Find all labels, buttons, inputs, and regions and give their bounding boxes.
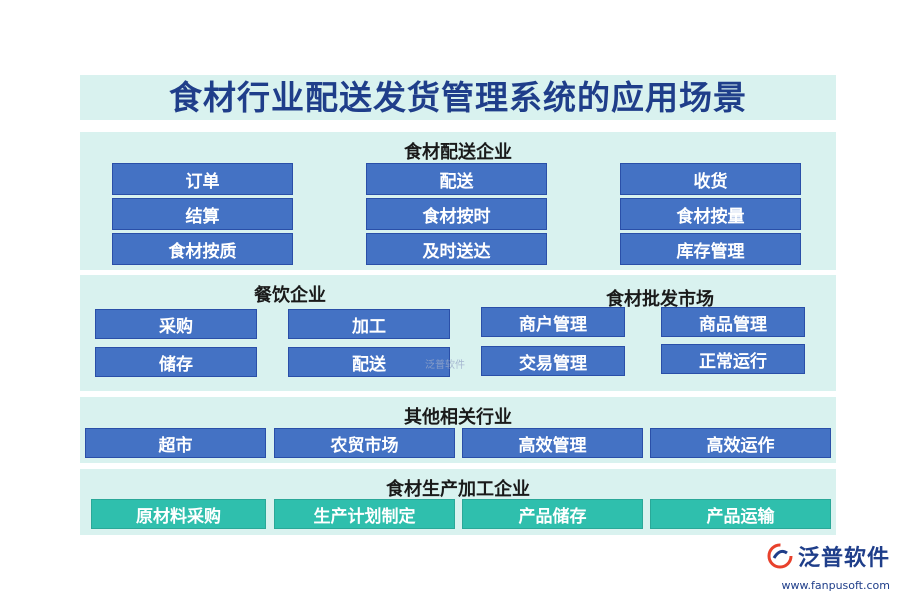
logo-name: 泛普软件 xyxy=(797,546,890,571)
catering-wholesale-panel: 餐饮企业 采购 加工 储存 配送 食材批发市场 商户管理 商品管理 交易管理 正… xyxy=(80,275,836,391)
catering-title: 餐饮企业 xyxy=(254,285,326,306)
wholesale-item: 商户管理 xyxy=(481,307,625,337)
other-title: 其他相关行业 xyxy=(404,407,512,428)
distribution-item: 库存管理 xyxy=(620,233,801,265)
catering-item: 加工 xyxy=(288,309,450,339)
production-title: 食材生产加工企业 xyxy=(386,479,530,500)
production-item: 生产计划制定 xyxy=(274,499,455,529)
title-panel: 食材行业配送发货管理系统的应用场景 xyxy=(80,75,836,120)
other-panel: 其他相关行业 超市 农贸市场 高效管理 高效运作 xyxy=(80,397,836,463)
wholesale-title: 食材批发市场 xyxy=(606,289,714,310)
brand-logo: 泛普软件 xyxy=(766,540,890,572)
distribution-item: 食材按时 xyxy=(366,198,547,230)
production-item: 产品储存 xyxy=(462,499,643,529)
wholesale-item: 交易管理 xyxy=(481,346,625,376)
logo-url: www.fanpusoft.com xyxy=(781,579,890,592)
distribution-title: 食材配送企业 xyxy=(404,142,512,163)
other-item: 超市 xyxy=(85,428,266,458)
catering-item: 配送 xyxy=(288,347,450,377)
distribution-item: 食材按量 xyxy=(620,198,801,230)
distribution-item: 及时送达 xyxy=(366,233,547,265)
distribution-panel: 食材配送企业 订单 配送 收货 结算 食材按时 食材按量 食材按质 及时送达 库… xyxy=(80,132,836,270)
production-item: 原材料采购 xyxy=(91,499,266,529)
distribution-item: 配送 xyxy=(366,163,547,195)
distribution-item: 食材按质 xyxy=(112,233,293,265)
page-title: 食材行业配送发货管理系统的应用场景 xyxy=(169,78,747,117)
distribution-item: 结算 xyxy=(112,198,293,230)
wholesale-item: 商品管理 xyxy=(661,307,805,337)
production-item: 产品运输 xyxy=(650,499,831,529)
other-item: 高效运作 xyxy=(650,428,831,458)
catering-item: 采购 xyxy=(95,309,257,339)
distribution-item: 收货 xyxy=(620,163,801,195)
watermark-text: 泛普软件 xyxy=(425,360,465,371)
distribution-item: 订单 xyxy=(112,163,293,195)
fanpu-logo-icon xyxy=(767,543,793,569)
production-panel: 食材生产加工企业 原材料采购 生产计划制定 产品储存 产品运输 xyxy=(80,469,836,535)
catering-item: 储存 xyxy=(95,347,257,377)
wholesale-item: 正常运行 xyxy=(661,344,805,374)
other-item: 农贸市场 xyxy=(274,428,455,458)
other-item: 高效管理 xyxy=(462,428,643,458)
